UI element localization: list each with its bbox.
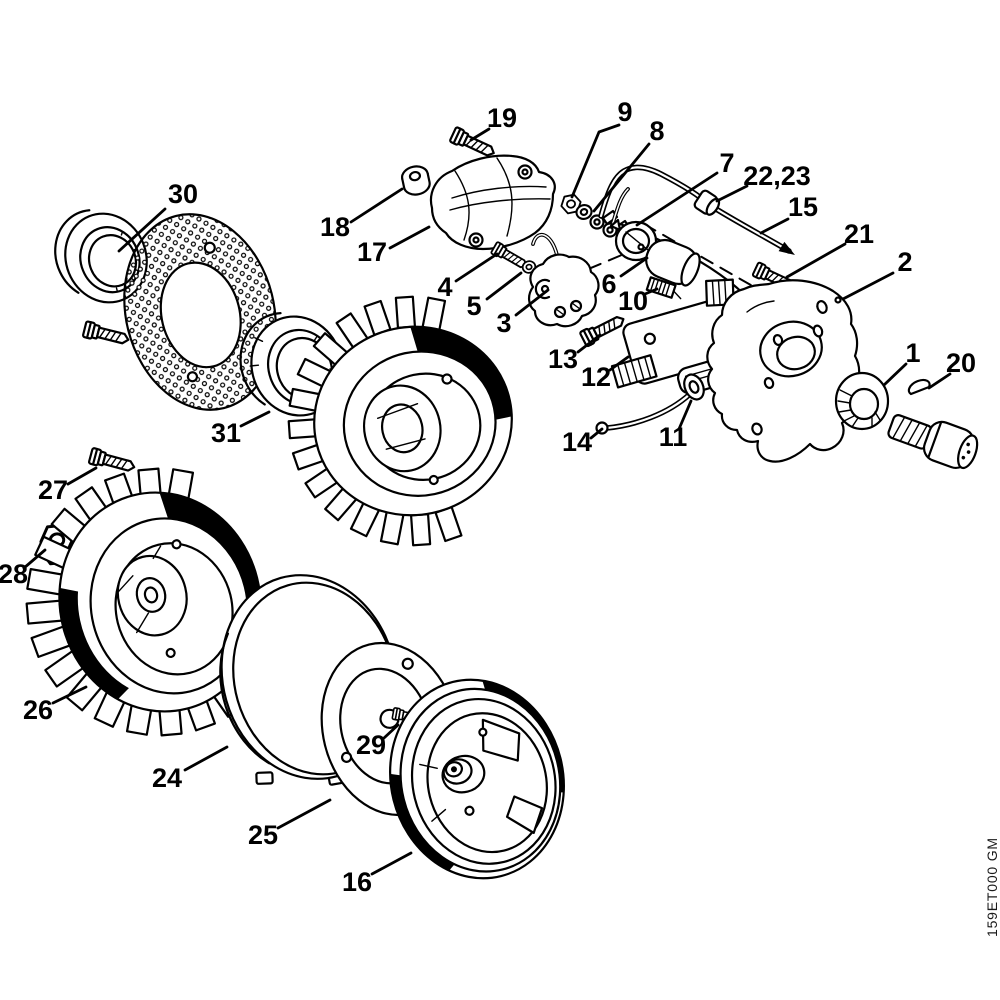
part-label-17: 17: [357, 237, 387, 267]
part-label-2: 2: [897, 247, 912, 277]
diagram-code: 159ET000 GM: [984, 837, 1000, 937]
leader-11: [677, 399, 693, 431]
part-label-18: 18: [320, 212, 350, 242]
part-cover-17: [429, 154, 556, 251]
part-label-26: 26: [23, 695, 53, 725]
part-nut-18: [400, 165, 431, 196]
leader-13: [576, 333, 602, 354]
part-flywheel-upper: [287, 295, 513, 547]
screw-13: [578, 310, 629, 348]
leader-7: [635, 171, 719, 227]
screw-27: [87, 446, 138, 477]
leader-24: [183, 745, 229, 772]
leader-17: [388, 225, 431, 250]
part-label-31: 31: [211, 418, 241, 448]
part-condenser-cap-7: [609, 218, 658, 262]
leader-27: [66, 466, 98, 486]
leader-10: [643, 287, 659, 296]
part-label-29: 29: [356, 730, 386, 760]
leader-28: [22, 548, 47, 570]
leader-3: [514, 288, 550, 317]
leader-5: [485, 271, 523, 301]
leader-29: [382, 723, 400, 740]
leader-15: [759, 217, 790, 235]
part-backplate-2: [706, 279, 861, 463]
leader-20: [927, 372, 952, 390]
part-label-7: 7: [719, 148, 734, 178]
leader-6: [619, 256, 649, 278]
part-label-14: 14: [562, 427, 592, 457]
part-label-1: 1: [905, 338, 920, 368]
part-label-27: 27: [38, 475, 68, 505]
wire-secondary: [610, 187, 630, 228]
part-label-30: 30: [168, 179, 198, 209]
part-ring-1: [834, 371, 890, 431]
part-label-5: 5: [466, 291, 481, 321]
part-connector-11: [683, 373, 705, 401]
part-labels: 1 2 3 4 5 6 7 8 9 10 11 12 13 14 15 16 1…: [0, 97, 976, 897]
part-label-19: 19: [487, 103, 517, 133]
leader-31: [239, 410, 271, 428]
leader-4: [454, 252, 499, 283]
leader-12: [608, 355, 630, 372]
part-cable-14: [595, 391, 693, 435]
leader-lines: [22, 123, 952, 876]
part-label-22-23: 22,23: [743, 161, 811, 191]
leader-14: [589, 427, 604, 440]
part-flywheel-16: [389, 678, 565, 880]
part-label-24: 24: [152, 763, 182, 793]
part-key-20: [907, 378, 931, 396]
part-label-4: 4: [437, 272, 452, 302]
part-label-21: 21: [844, 219, 874, 249]
part-label-8: 8: [649, 116, 664, 146]
part-label-16: 16: [342, 867, 372, 897]
leader-22-23: [715, 184, 749, 203]
part-grommet-22-23: [693, 189, 721, 216]
part-label-20: 20: [946, 348, 976, 378]
leader-21: [785, 242, 847, 279]
part-label-3: 3: [496, 308, 511, 338]
leader-26: [51, 685, 88, 705]
leader-16: [370, 851, 413, 876]
part-label-28: 28: [0, 559, 28, 589]
part-label-10: 10: [618, 286, 648, 316]
part-plug: [887, 414, 979, 470]
part-condenser-6: [645, 238, 701, 287]
part-label-9: 9: [617, 97, 632, 127]
leader-19: [469, 127, 491, 142]
leader-25: [276, 798, 332, 830]
part-perforated-disc: [123, 213, 277, 411]
leader-8: [592, 142, 651, 213]
part-label-15: 15: [788, 192, 818, 222]
leader-1: [882, 362, 908, 387]
part-label-25: 25: [248, 820, 278, 850]
part-label-12: 12: [581, 362, 611, 392]
part-clip-10: [645, 276, 682, 300]
part-label-6: 6: [601, 269, 616, 299]
part-label-11: 11: [659, 422, 688, 452]
leader-18: [349, 187, 404, 224]
leader-30: [117, 207, 167, 253]
part-ignition-lead-15: [598, 164, 795, 255]
screw-unlabeled: [81, 320, 132, 349]
leader-9: [570, 123, 621, 199]
part-flywheel-26: [25, 467, 262, 737]
leader-2: [841, 271, 895, 301]
part-label-13: 13: [548, 344, 578, 374]
part-contact-breaker-3: [528, 232, 600, 328]
